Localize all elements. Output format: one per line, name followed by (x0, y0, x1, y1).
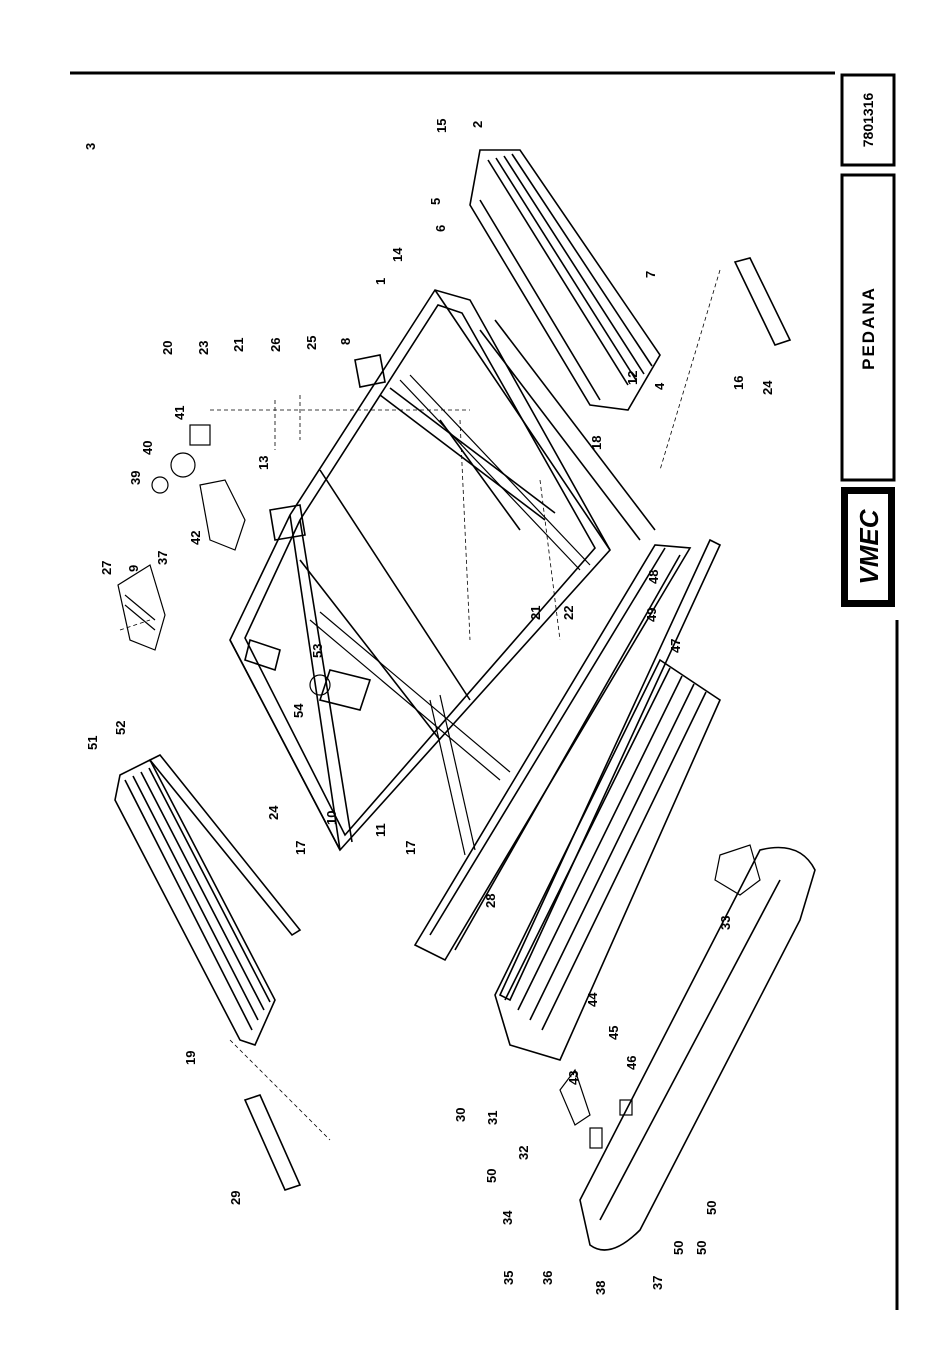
callout-25: 25 (304, 336, 319, 350)
callout-51: 51 (85, 736, 100, 750)
document-code: 7801316 (860, 93, 876, 148)
callout-10: 10 (324, 811, 339, 825)
callout-49: 49 (644, 608, 659, 622)
callout-50d: 50 (694, 1241, 709, 1255)
callout-39: 39 (128, 471, 143, 485)
callout-6: 6 (433, 225, 448, 232)
callout-34: 34 (500, 1210, 515, 1225)
callout-23: 23 (196, 341, 211, 355)
callout-46: 46 (624, 1056, 639, 1070)
callout-48: 48 (646, 570, 661, 584)
callout-14: 14 (390, 247, 405, 262)
side-rails (150, 258, 790, 1190)
callout-13: 13 (256, 456, 271, 470)
callout-3: 3 (83, 143, 98, 150)
hardware (118, 425, 760, 1148)
callout-1: 1 (373, 278, 388, 285)
callout-47: 47 (668, 639, 683, 653)
part-callouts: 1 2 3 4 5 6 7 8 9 10 11 12 13 14 15 16 1… (83, 119, 775, 1295)
callout-21a: 21 (231, 338, 246, 352)
callout-15: 15 (434, 119, 449, 133)
callout-50b: 50 (704, 1201, 719, 1215)
callout-11: 11 (373, 823, 388, 837)
motor-cover (580, 848, 815, 1251)
callout-22: 22 (561, 606, 576, 620)
callout-24b: 24 (760, 380, 775, 395)
callout-2: 2 (470, 121, 485, 128)
callout-26: 26 (268, 338, 283, 352)
callout-12: 12 (625, 371, 640, 385)
callout-52: 52 (113, 721, 128, 735)
callout-33: 33 (718, 916, 733, 930)
callout-18: 18 (589, 436, 604, 450)
callout-37a: 37 (155, 551, 170, 565)
callout-40: 40 (140, 441, 155, 455)
callout-21b: 21 (528, 606, 543, 620)
title-block: 7801316 PEDANA VMEC (842, 75, 894, 606)
frame-rails (310, 375, 590, 855)
callout-8: 8 (338, 338, 353, 345)
callout-50c: 50 (671, 1241, 686, 1255)
callout-19: 19 (183, 1051, 198, 1065)
callout-20: 20 (160, 341, 175, 355)
callout-5: 5 (428, 198, 443, 205)
callout-24a: 24 (266, 805, 281, 820)
callout-16: 16 (731, 376, 746, 390)
callout-17a: 17 (293, 841, 308, 855)
callout-27: 27 (99, 561, 114, 575)
callout-32: 32 (516, 1146, 531, 1160)
callout-36: 36 (540, 1271, 555, 1285)
callout-54: 54 (291, 703, 306, 718)
callout-28: 28 (483, 894, 498, 908)
main-frame (230, 290, 655, 850)
callout-50a: 50 (484, 1169, 499, 1183)
left-step-platform (115, 760, 275, 1045)
callout-9: 9 (126, 565, 141, 572)
callout-31: 31 (485, 1111, 500, 1125)
callout-30: 30 (453, 1108, 468, 1122)
callout-4: 4 (652, 382, 667, 390)
document-title: PEDANA (859, 286, 878, 370)
callout-53: 53 (310, 644, 325, 658)
callout-29: 29 (228, 1191, 243, 1205)
callout-45: 45 (606, 1026, 621, 1040)
callout-7: 7 (643, 271, 658, 278)
front-deck (495, 660, 720, 1060)
callout-37b: 37 (650, 1276, 665, 1290)
callout-41: 41 (172, 406, 187, 420)
callout-35: 35 (501, 1271, 516, 1285)
callout-38: 38 (593, 1281, 608, 1295)
callout-17b: 17 (403, 841, 418, 855)
callout-44: 44 (585, 992, 600, 1007)
brand-logo-text: VMEC (854, 508, 884, 584)
callout-42: 42 (188, 531, 203, 545)
callout-43: 43 (566, 1071, 581, 1085)
